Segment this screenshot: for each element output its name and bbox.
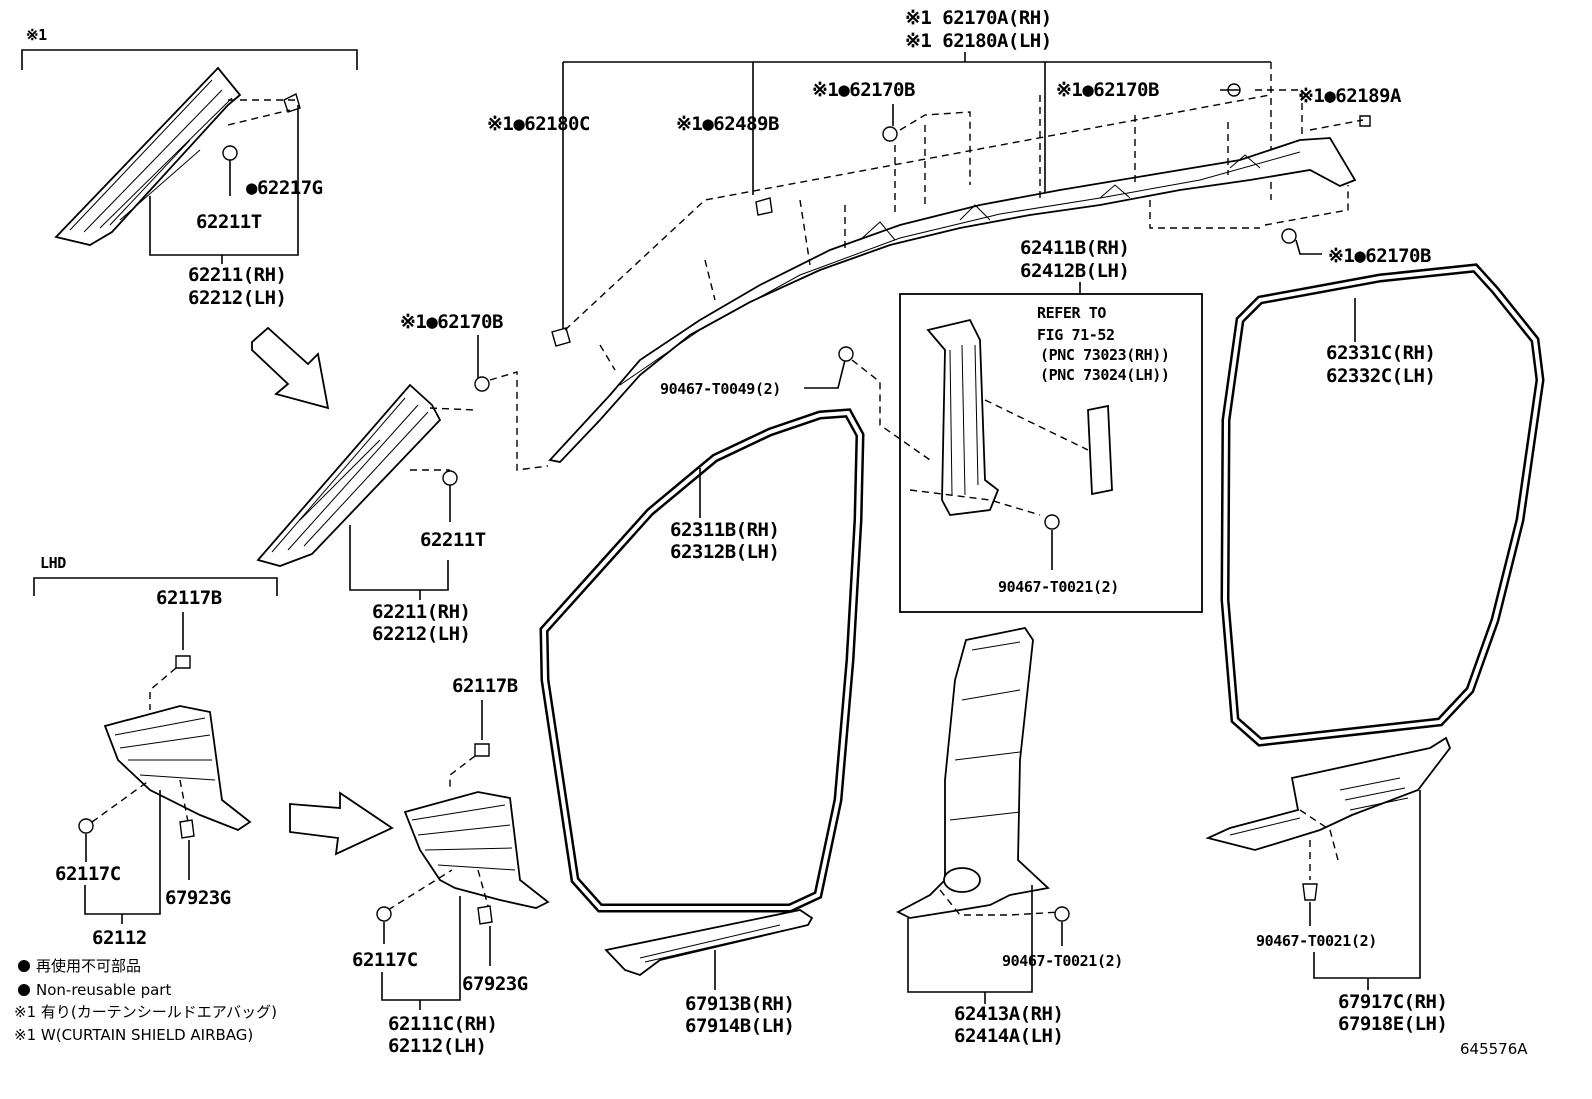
- group-mark-lhd: LHD: [40, 554, 66, 572]
- label-62212LH-top: 62212(LH): [188, 287, 286, 309]
- header-62170A-62180A: ※1 62170A(RH) ※1 62180A(LH): [905, 7, 1052, 52]
- label-90467-T0021-scuff: 90467-T0021(2): [1256, 932, 1377, 950]
- label-62211RH-mid: 62211(RH): [372, 601, 470, 623]
- transition-arrow-upper: [251, 326, 330, 410]
- group-mark-airbag: ※1: [26, 26, 47, 44]
- label-62117B-mid: 62117B: [452, 675, 518, 697]
- label-62412B-LH: 62412B(LH): [1020, 260, 1129, 282]
- label-90467-T0021-box: 90467-T0021(2): [998, 578, 1119, 596]
- label-62211T-top: 62211T: [196, 211, 262, 233]
- label-62117C-left: 62117C: [55, 863, 121, 885]
- clip-90467-T0021-box[interactable]: [1044, 514, 1060, 530]
- label-62331C-RH: 62331C(RH): [1326, 342, 1435, 364]
- clip-67923G-left[interactable]: [179, 819, 195, 839]
- seat-belt-adjuster-ref[interactable]: [1087, 404, 1113, 496]
- label-62117C-mid: 62117C: [352, 949, 418, 971]
- label-62170B-top: ※1●62170B: [812, 79, 915, 101]
- refer-box: [899, 293, 1203, 613]
- refer-box-line3: (PNC 73023(RH)): [1040, 346, 1169, 364]
- center-pillar-garnish-lower[interactable]: [896, 626, 1050, 919]
- clip-62117C-left[interactable]: [78, 818, 94, 834]
- bullet-icon: [18, 984, 30, 996]
- label-62189A: ※1●62189A: [1298, 85, 1402, 107]
- label-62170B-top2: ※1●62170B: [1056, 79, 1159, 101]
- rear-door-scuff-plate[interactable]: [1205, 736, 1452, 851]
- label-62489B: ※1●62489B: [676, 113, 779, 135]
- refer-box-line2: FIG 71-52: [1037, 326, 1115, 344]
- clip-62180C[interactable]: [551, 327, 571, 347]
- label-62411B-RH: 62411B(RH): [1020, 237, 1129, 259]
- label-62180A-LH: ※1 62180A(LH): [905, 30, 1052, 52]
- legend: 再使用不可部品 Non-reusable part ※1 有り(カーテンシールド…: [14, 957, 277, 1044]
- clip-62170B-right[interactable]: [1281, 228, 1297, 244]
- clip-67923G-mid[interactable]: [477, 905, 493, 925]
- label-67917C-RH: 67917C(RH): [1338, 991, 1447, 1013]
- clip-62217G[interactable]: [283, 92, 301, 113]
- label-62111C-RH: 62111C(RH): [388, 1013, 497, 1035]
- label-67914B-LH: 67914B(LH): [685, 1015, 794, 1037]
- legend-airbag-en: ※1 W(CURTAIN SHIELD AIRBAG): [14, 1026, 253, 1044]
- clip-62117B-mid[interactable]: [474, 743, 490, 757]
- drawing-code: 645576A: [1460, 1040, 1528, 1058]
- label-62413A-RH: 62413A(RH): [954, 1003, 1063, 1025]
- label-62170B-right: ※1●62170B: [1328, 245, 1431, 267]
- label-90467-T0021-pillar: 90467-T0021(2): [1002, 952, 1123, 970]
- group-lhd-bracket: LHD: [33, 554, 278, 596]
- label-62212LH-mid: 62212(LH): [372, 623, 470, 645]
- refer-box-line4: (PNC 73024(LH)): [1040, 366, 1169, 384]
- cowl-side-trim-lhd[interactable]: [103, 705, 252, 832]
- clip-62117B-left[interactable]: [175, 655, 191, 669]
- clip-62211T-mid[interactable]: [442, 470, 458, 486]
- label-62170A-RH: ※1 62170A(RH): [905, 7, 1052, 29]
- clip-62170B-top[interactable]: [882, 126, 898, 142]
- label-90467-T0049: 90467-T0049(2): [660, 380, 781, 398]
- front-pillar-garnish-upper[interactable]: [54, 66, 242, 246]
- group-with-airbag-bracket: ※1: [21, 26, 358, 70]
- front-door-opening-weatherstrip[interactable]: [539, 408, 865, 913]
- front-door-scuff-plate[interactable]: [604, 909, 814, 977]
- front-pillar-garnish-lower[interactable]: [256, 383, 442, 567]
- legend-non-reusable-jp: 再使用不可部品: [36, 957, 141, 975]
- clip-62489B[interactable]: [755, 197, 773, 216]
- label-62217G: ●62217G: [246, 177, 323, 199]
- label-62112-LH: 62112(LH): [388, 1035, 486, 1057]
- clip-62117C-mid[interactable]: [376, 906, 392, 922]
- label-62312B-LH: 62312B(LH): [670, 541, 779, 563]
- label-62180C: ※1●62180C: [487, 113, 590, 135]
- bullet-icon: [18, 960, 30, 972]
- label-62311B-RH: 62311B(RH): [670, 519, 779, 541]
- label-67923G-mid: 67923G: [462, 973, 528, 995]
- legend-non-reusable-en: Non-reusable part: [36, 981, 171, 999]
- label-62211T-mid: 62211T: [420, 529, 486, 551]
- label-67923G-left: 67923G: [165, 887, 231, 909]
- cowl-side-trim[interactable]: [403, 791, 550, 909]
- label-62170B-mid: ※1●62170B: [400, 311, 503, 333]
- clip-62170B-mid[interactable]: [474, 376, 490, 392]
- label-62414A-LH: 62414A(LH): [954, 1025, 1063, 1047]
- label-62117B-left: 62117B: [156, 587, 222, 609]
- refer-box-line1: REFER TO: [1037, 304, 1106, 322]
- clip-62211T-top[interactable]: [222, 145, 238, 161]
- label-62332C-LH: 62332C(LH): [1326, 365, 1435, 387]
- clip-90467-T0021-pillar[interactable]: [1054, 906, 1070, 922]
- label-62112-left: 62112: [92, 927, 147, 949]
- clip-90467-T0049[interactable]: [838, 346, 854, 362]
- label-62211RH-top: 62211(RH): [188, 264, 286, 286]
- clip-62189A[interactable]: [1359, 115, 1371, 127]
- rear-door-opening-weatherstrip[interactable]: [1220, 263, 1545, 747]
- roof-side-rail-garnish[interactable]: [548, 137, 1357, 463]
- label-67918E-LH: 67918E(LH): [1338, 1013, 1447, 1035]
- transition-arrow-lower: [289, 791, 394, 856]
- clip-90467-T0021-scuff[interactable]: [1302, 883, 1318, 901]
- label-67913B-RH: 67913B(RH): [685, 993, 794, 1015]
- center-pillar-garnish-upper[interactable]: [926, 318, 1000, 516]
- legend-airbag-jp: ※1 有り(カーテンシールドエアバッグ): [14, 1003, 277, 1021]
